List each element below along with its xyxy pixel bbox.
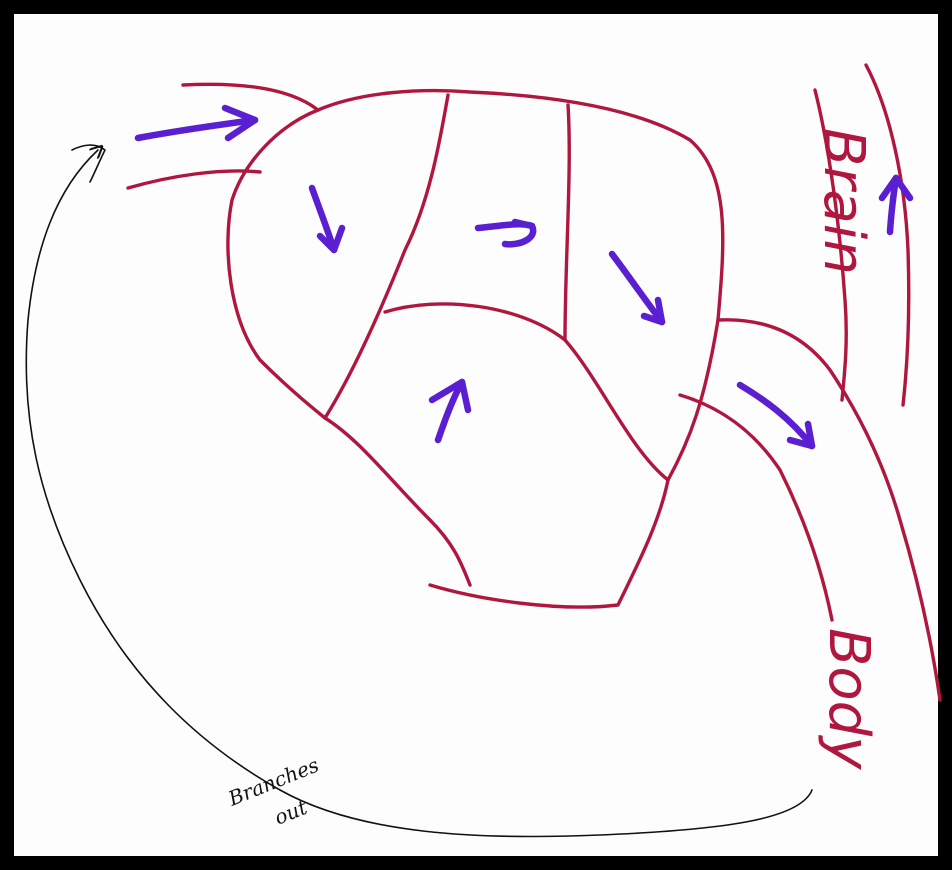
- flow-arrow-down-left-chamber: [308, 184, 346, 254]
- flow-arrow-out-to-body: [736, 381, 816, 450]
- flow-arrow-in: [134, 104, 259, 142]
- flow-arrow-down-right-chamber: [608, 250, 666, 326]
- heart-right-lower-outline: [666, 318, 720, 482]
- heart-lower-left-outline: [323, 416, 472, 587]
- return-loop: [25, 144, 813, 838]
- flow-arrow-up-to-brain: [878, 174, 914, 236]
- branches-out-curve: [25, 150, 813, 838]
- flow-arrows: [134, 104, 914, 450]
- branches-label: Branches: [224, 753, 322, 811]
- out-label: out: [271, 795, 311, 830]
- heart-left-outline: [226, 108, 327, 420]
- outlet-vessel-upper: [716, 318, 942, 702]
- flow-arrow-up-lower-chamber: [428, 378, 472, 444]
- body-label: Body: [816, 628, 881, 770]
- brain-label: Brain: [811, 128, 876, 275]
- return-loop-arrowhead: [71, 144, 106, 183]
- heart-top-outline: [316, 88, 725, 322]
- heart-bottom-outline: [428, 478, 670, 609]
- outlet-vessel-lower: [678, 393, 834, 622]
- incoming-vessel-top: [181, 82, 320, 112]
- inner-chamber-arc: [383, 302, 670, 482]
- brain-vessel-left: [813, 88, 848, 402]
- brain-vessel-right: [864, 63, 911, 407]
- heart-outline: [126, 63, 942, 702]
- flow-arrow-middle-chamber: [474, 218, 537, 248]
- septum-right: [563, 103, 571, 342]
- septum-left: [323, 93, 450, 420]
